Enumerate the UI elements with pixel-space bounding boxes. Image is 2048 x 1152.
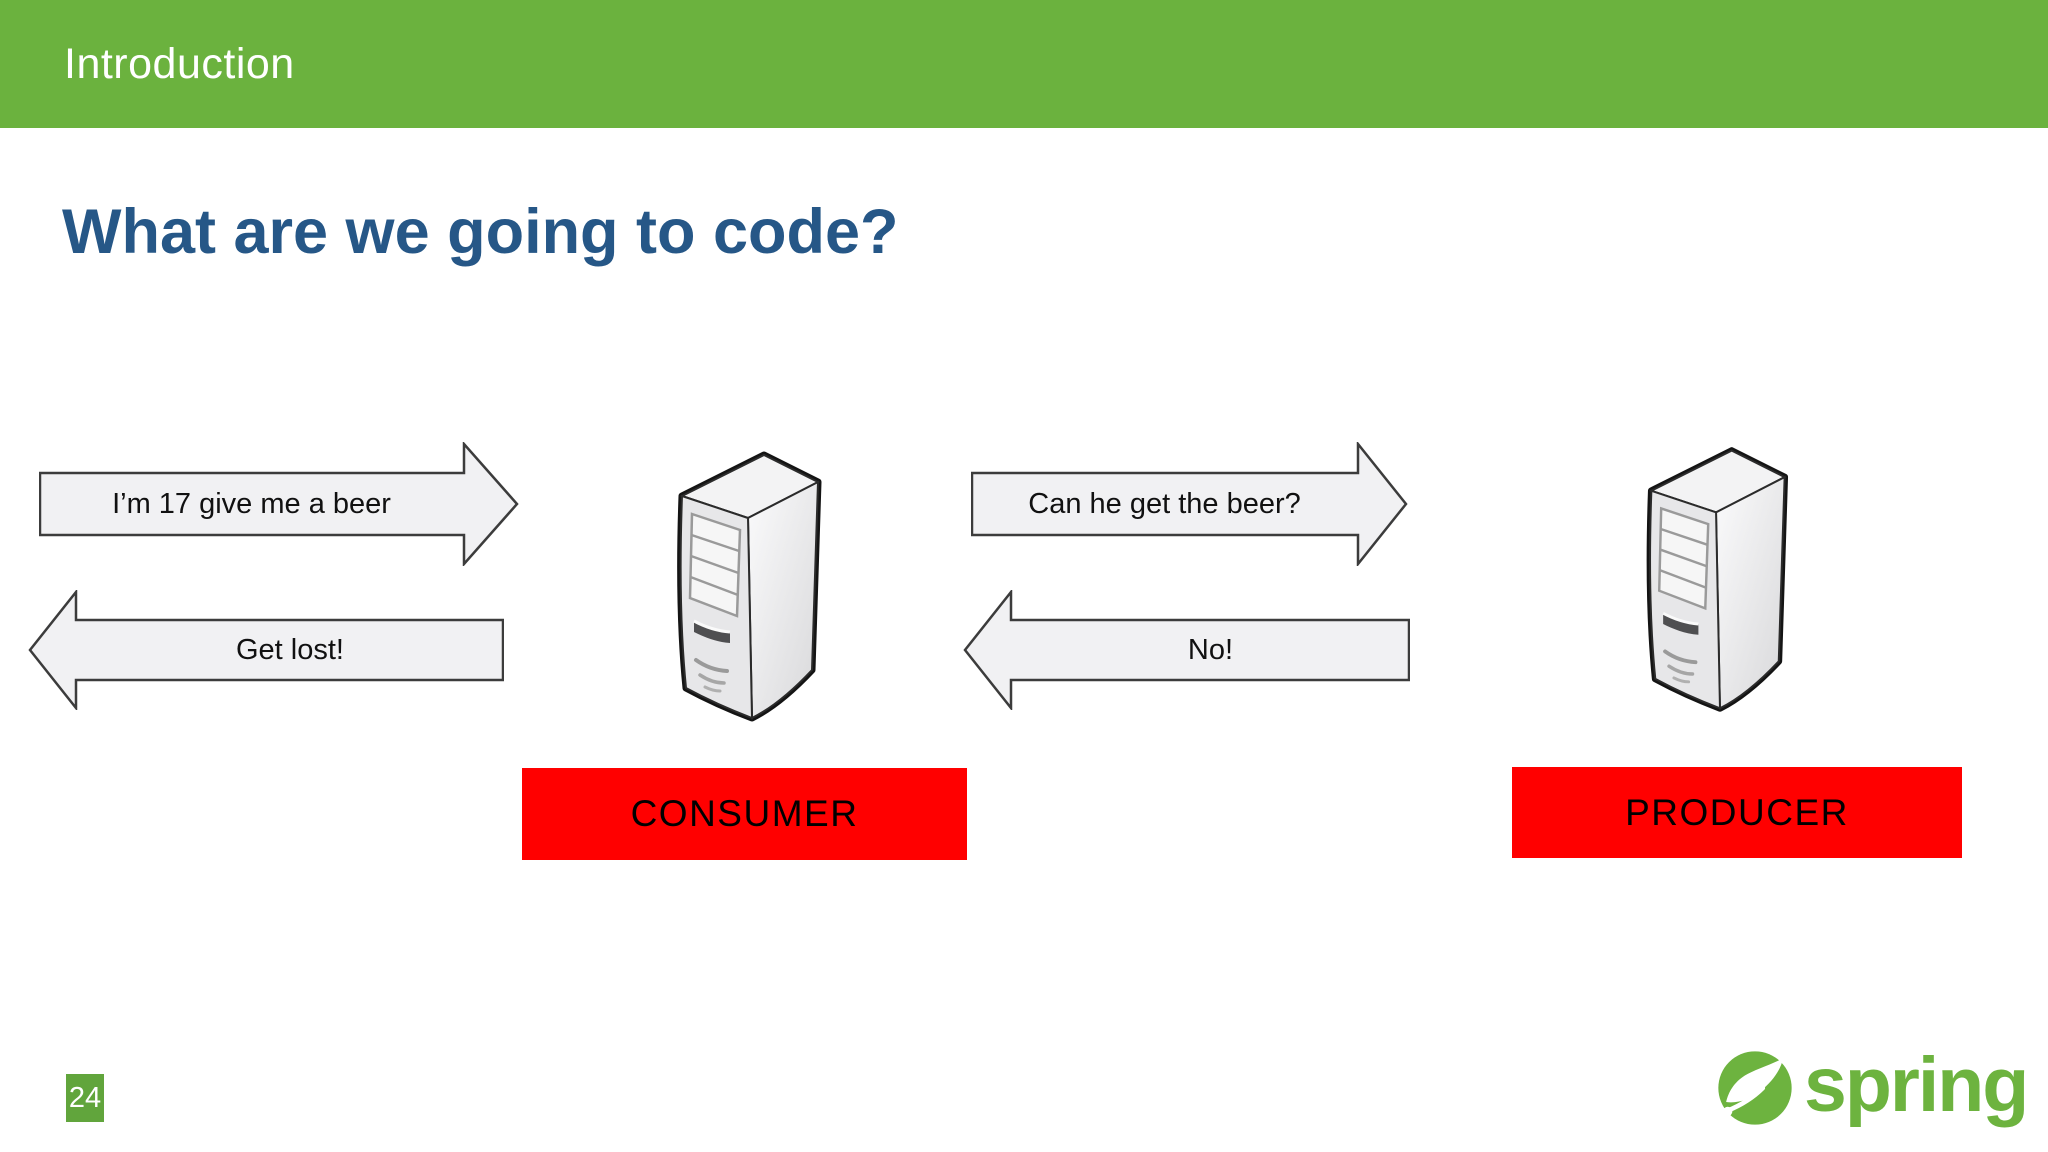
producer-request-arrow	[971, 442, 1408, 566]
consumer-box: CONSUMER	[522, 768, 967, 860]
consumer-request-label: I’m 17 give me a beer	[112, 487, 391, 520]
producer-server-icon	[1622, 432, 1814, 727]
spring-logo: spring	[1716, 1042, 2029, 1130]
producer-box: PRODUCER	[1512, 767, 1962, 858]
consumer-response-label: Get lost!	[236, 633, 344, 666]
producer-request-label: Can he get the beer?	[1028, 487, 1301, 520]
section-title: Introduction	[64, 40, 295, 88]
consumer-response-arrow	[28, 590, 504, 710]
page-number-badge: 24	[66, 1074, 104, 1122]
producer-response-arrow	[963, 590, 1410, 710]
spring-wordmark: spring	[1804, 1041, 2029, 1128]
spring-leaf-icon	[1718, 1051, 1792, 1125]
consumer-box-label: CONSUMER	[630, 793, 859, 834]
consumer-request-arrow	[39, 442, 519, 566]
header-bar: Introduction	[0, 0, 2048, 128]
page-title: What are we going to code?	[62, 197, 899, 267]
producer-box-label: PRODUCER	[1625, 791, 1849, 833]
consumer-server-icon	[652, 438, 848, 735]
producer-response-label: No!	[1187, 633, 1234, 666]
